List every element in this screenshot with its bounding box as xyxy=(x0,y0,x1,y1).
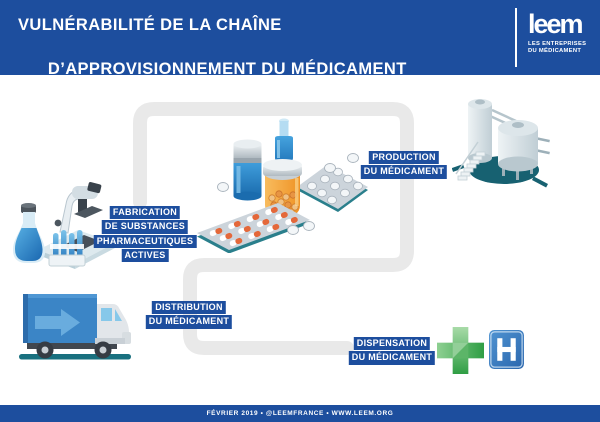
header-banner: VULNÉRABILITÉ DE LA CHAÎNE D’APPROVISION… xyxy=(0,0,600,78)
label-line: DISTRIBUTION xyxy=(152,301,226,315)
label-fabrication: FABRICATION DE SUBSTANCES PHARMACEUTIQUE… xyxy=(93,206,197,263)
label-line: DU MÉDICAMENT xyxy=(145,315,233,329)
hospital-sign-icon xyxy=(489,330,524,369)
leem-tagline-line-1: LES ENTREPRISES xyxy=(528,40,587,47)
label-production: PRODUCTION DU MÉDICAMENT xyxy=(360,151,448,179)
factory-tanks-icon xyxy=(452,99,550,188)
label-line: DU MÉDICAMENT xyxy=(360,165,448,179)
label-line: DU MÉDICAMENT xyxy=(348,351,436,365)
page-title: VULNÉRABILITÉ DE LA CHAÎNE D’APPROVISION… xyxy=(18,15,407,103)
footer-bar: FÉVRIER 2019 • @LEEMFRANCE • WWW.LEEM.OR… xyxy=(0,405,600,422)
title-line-2: D’APPROVISIONNEMENT DU MÉDICAMENT xyxy=(47,59,407,78)
logo-divider xyxy=(515,8,517,67)
label-dispensation: DISPENSATION DU MÉDICAMENT xyxy=(348,337,436,365)
delivery-truck-icon xyxy=(19,294,131,360)
label-line: PHARMACEUTIQUES xyxy=(93,234,197,249)
label-line: ACTIVES xyxy=(121,249,169,263)
title-line-1: VULNÉRABILITÉ DE LA CHAÎNE xyxy=(18,16,282,34)
pharmacy-cross-icon xyxy=(437,327,484,374)
label-distribution: DISTRIBUTION DU MÉDICAMENT xyxy=(145,301,233,329)
leem-wordmark: leem xyxy=(528,9,584,39)
leem-tagline-line-2: DU MÉDICAMENT xyxy=(528,47,582,54)
label-line: FABRICATION xyxy=(109,206,181,220)
label-line: DISPENSATION xyxy=(353,337,431,351)
medicines-illustration xyxy=(197,118,368,253)
leem-tagline: LES ENTREPRISES DU MÉDICAMENT xyxy=(528,41,586,55)
leem-logo: leem LES ENTREPRISES DU MÉDICAMENT xyxy=(528,9,586,55)
label-line: PRODUCTION xyxy=(369,151,439,165)
label-line: DE SUBSTANCES xyxy=(101,220,189,234)
footer-text: FÉVRIER 2019 • @LEEMFRANCE • WWW.LEEM.OR… xyxy=(206,410,394,417)
